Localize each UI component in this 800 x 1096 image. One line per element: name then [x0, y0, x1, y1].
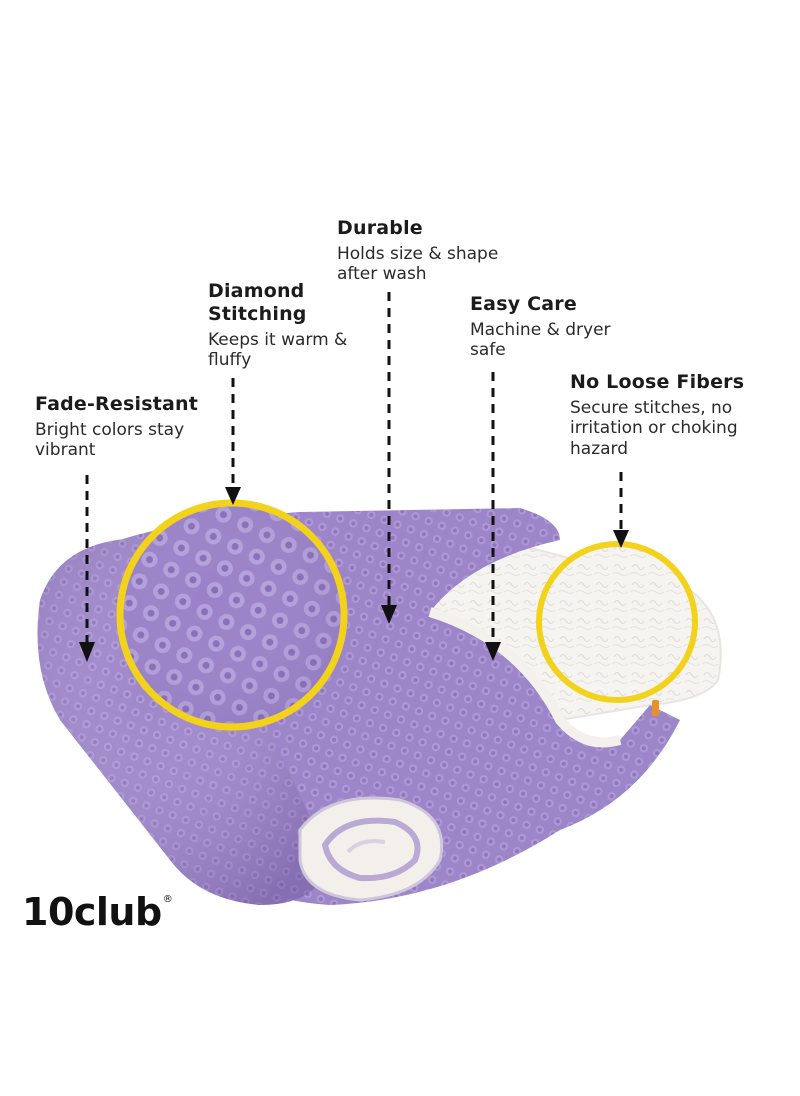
title-line: Stitching [208, 302, 307, 325]
feature-description: Secure stitches, no irritation or chokin… [570, 398, 770, 459]
feature-description: Holds size & shape after wash [337, 244, 527, 285]
zoom-circle-stitching [116, 499, 348, 731]
desc-line: fluffy [208, 349, 252, 370]
feature-durable: Durable Holds size & shape after wash [337, 217, 527, 285]
desc-line: Bright colors stay [35, 419, 185, 440]
feature-no-loose-fibers: No Loose Fibers Secure stitches, no irri… [570, 371, 770, 459]
feature-title: Easy Care [470, 293, 577, 315]
feature-easy-care: Easy Care Machine & dryer safe [470, 293, 640, 361]
arrowhead-easy-care [485, 642, 501, 661]
feature-fade-resistant: Fade-Resistant Bright colors stay vibran… [35, 393, 225, 461]
arrowhead-diamond [225, 487, 241, 505]
desc-line: hazard [570, 438, 629, 459]
arrowhead-fibers [613, 530, 629, 548]
registered-mark: ® [162, 894, 173, 905]
desc-line: vibrant [35, 440, 96, 461]
arrowhead-durable [381, 605, 397, 624]
desc-line: irritation or choking [570, 418, 738, 439]
feature-title: Fade-Resistant [35, 393, 199, 415]
care-tag [652, 700, 659, 716]
zoom-circle-sherpa [536, 541, 698, 703]
dashed-down-arrow-icon [85, 292, 623, 642]
roll-end [298, 796, 444, 902]
brand-name: 10club [22, 890, 162, 934]
feature-description: Bright colors stay vibrant [35, 420, 225, 461]
desc-line: Secure stitches, no [570, 397, 733, 418]
title-line: Diamond [208, 280, 305, 302]
desc-line: Machine & dryer [470, 319, 611, 340]
desc-line: after wash [337, 264, 427, 285]
feature-title: Diamond Stitching [208, 280, 378, 326]
feature-title: Durable [337, 217, 423, 239]
brand-logo: 10club® [22, 890, 173, 934]
desc-line: Keeps it warm & [208, 329, 348, 350]
feature-diamond-stitching: Diamond Stitching Keeps it warm & fluffy [208, 280, 378, 370]
desc-line: safe [470, 340, 506, 361]
feature-title: No Loose Fibers [570, 371, 745, 393]
feature-description: Machine & dryer safe [470, 320, 640, 361]
feature-description: Keeps it warm & fluffy [208, 330, 378, 371]
arrowhead-fade [79, 642, 95, 662]
desc-line: Holds size & shape [337, 243, 499, 264]
